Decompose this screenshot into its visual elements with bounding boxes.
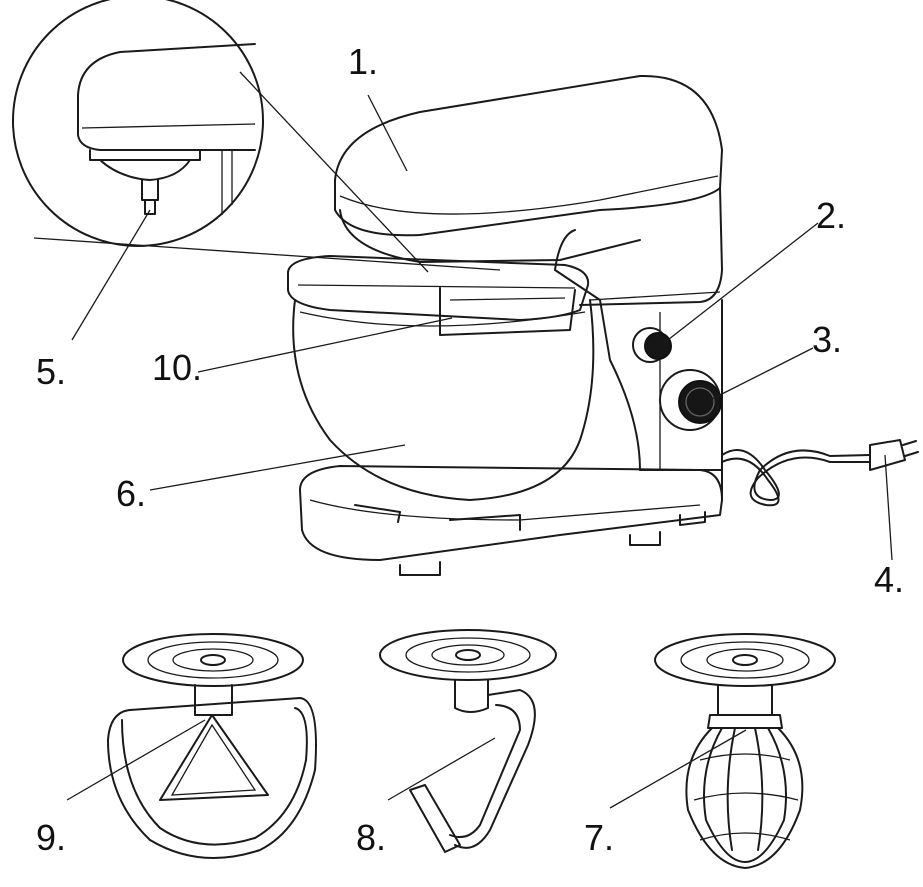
power-cord (721, 439, 919, 507)
label-3-speed-knob: 3. (812, 319, 843, 360)
zoom-connector-line (33, 237, 501, 271)
label-5-shaft: 5. (36, 351, 67, 392)
label-10-splash-guard: 10. (152, 347, 203, 388)
label-4-power-cord: 4. (874, 559, 905, 600)
stand-mixer (287, 74, 723, 576)
label-2-tilt-button: 2. (816, 195, 847, 236)
label-7-whisk: 7. (584, 817, 615, 858)
dough-hook (379, 629, 557, 853)
flat-beater (107, 633, 317, 859)
wire-whisk (654, 633, 836, 869)
label-6-bowl: 6. (116, 473, 147, 514)
label-8-dough-hook: 8. (356, 817, 387, 858)
detail-zoom-circle (12, 0, 264, 247)
leader-lines (66, 94, 893, 809)
label-1-motor-head: 1. (348, 41, 379, 82)
label-9-flat-beater: 9. (36, 817, 67, 858)
zoom-connector-line (239, 71, 429, 273)
